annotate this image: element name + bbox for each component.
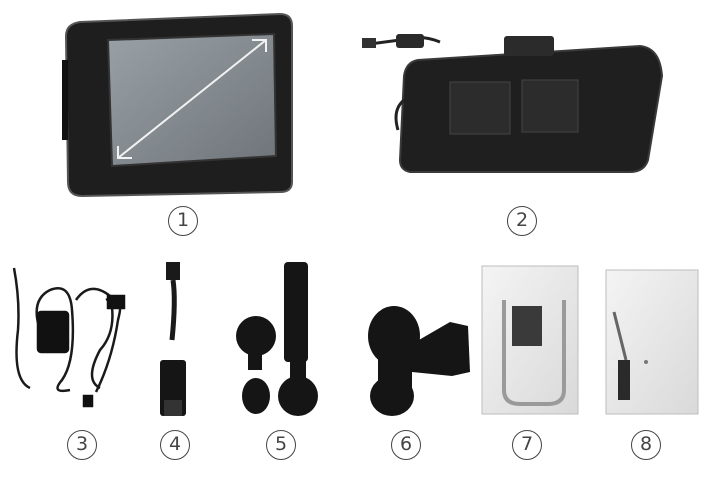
item-number-2: 2 bbox=[507, 206, 537, 236]
item-number-7: 7 bbox=[512, 430, 542, 460]
screwdriver-bag-image bbox=[605, 269, 699, 415]
item-number-6: 6 bbox=[391, 430, 421, 460]
item-number-5: 5 bbox=[266, 430, 296, 460]
ball-mounts-image bbox=[236, 262, 318, 416]
item-number-4: 4 bbox=[160, 430, 190, 460]
double-socket-arm-image bbox=[368, 306, 470, 416]
gps-unit-image bbox=[62, 12, 293, 198]
item-number-3: 3 bbox=[67, 430, 97, 460]
item-number-8: 8 bbox=[631, 430, 661, 460]
mount-cradle-image bbox=[362, 34, 664, 173]
item-number-1: 1 bbox=[168, 206, 198, 236]
u-bolt-hardware-bag-image bbox=[481, 265, 579, 415]
power-cable-image bbox=[12, 267, 126, 408]
usb-adapter-cable-image bbox=[160, 262, 186, 416]
